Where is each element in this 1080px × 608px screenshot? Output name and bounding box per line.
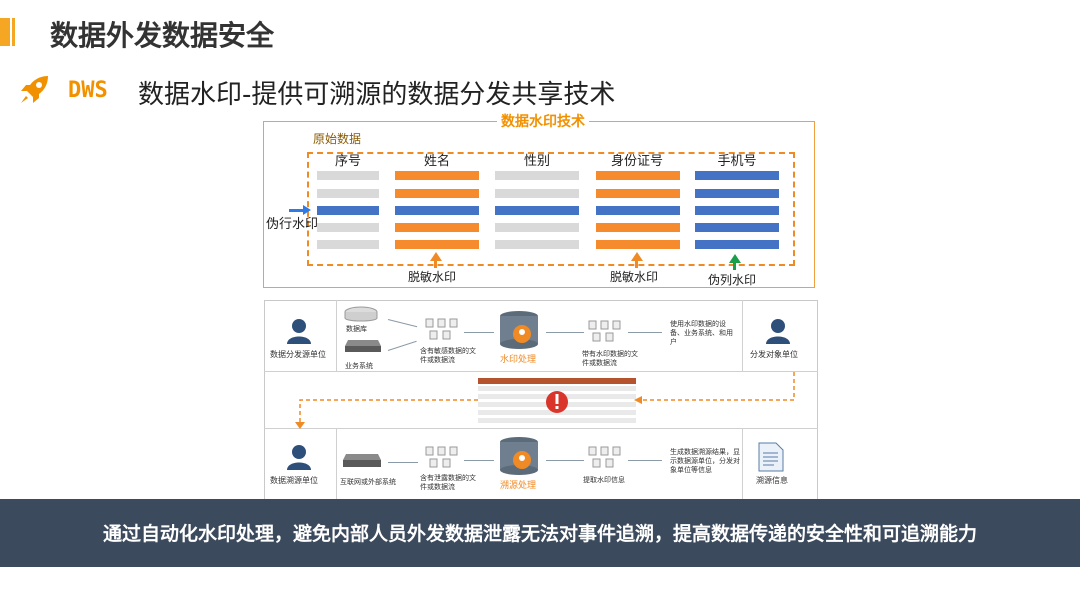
mask-arrow-icon-1: [430, 252, 442, 261]
output-files-label: 带有水印数据的文件或数据流: [582, 350, 638, 367]
mask-watermark-label-1: 脱敏水印: [408, 270, 457, 284]
table-cell-bar: [495, 240, 579, 249]
column-header-id: 序号: [334, 154, 361, 169]
watermark-process-label: 水印处理: [500, 355, 537, 365]
table-cell-bar: [695, 171, 779, 180]
user-icon: [287, 319, 311, 344]
title-accent-bar-thin: [12, 18, 15, 46]
user-icon: [766, 319, 790, 344]
documents-icon: [425, 318, 458, 340]
column-watermark-label: 伪列水印: [708, 273, 757, 287]
table-cell-bar: [695, 206, 779, 215]
original-data-label: 原始数据: [313, 132, 362, 146]
database-label: 数据库: [346, 325, 367, 333]
input-files-label: 含有敏感数据的文件或数据流: [420, 347, 476, 364]
trace-unit-label: 数据溯源单位: [270, 476, 318, 485]
column-header-name: 姓名: [423, 154, 450, 169]
column-header-gender: 性别: [523, 154, 550, 169]
flow-arrow: [628, 332, 662, 333]
table-cell-bar: [596, 171, 680, 180]
divider: [742, 300, 743, 372]
divider: [336, 428, 337, 500]
column-arrow-icon: [729, 254, 741, 263]
user-icon: [287, 445, 311, 470]
business-system-label: 业务系统: [345, 362, 373, 370]
trace-flow-connector: [295, 372, 795, 429]
flow-arrow: [546, 460, 584, 461]
table-cell-bar: [495, 206, 579, 215]
flow-top-band: [264, 300, 818, 372]
flow-bottom-band: [264, 428, 818, 500]
mask-watermark-label-2: 脱敏水印: [610, 270, 659, 284]
server-icon: [345, 340, 381, 352]
brand-label: DWS: [68, 78, 108, 103]
table-cell-bar: [395, 206, 479, 215]
document-icon: [758, 442, 784, 472]
table-cell-bar: [596, 240, 680, 249]
table-cell-bar: [596, 206, 680, 215]
mask-arrow-stem-1: [434, 260, 437, 268]
external-system-label: 互联网或外部系统: [340, 478, 396, 486]
trace-info-label: 溯源信息: [756, 476, 788, 485]
column-arrow-stem: [733, 262, 736, 270]
table-cell-bar: [495, 171, 579, 180]
database-icon: [344, 306, 378, 322]
documents-icon: [425, 446, 458, 468]
table-cell-bar: [395, 171, 479, 180]
section-subtitle: 数据水印-提供可溯源的数据分发共享技术: [138, 80, 616, 110]
table-cell-bar: [596, 223, 680, 232]
flow-arrow: [464, 332, 494, 333]
table-cell-bar: [695, 240, 779, 249]
flow-arrow: [628, 460, 662, 461]
table-cell-bar: [317, 240, 379, 249]
table-cell-bar: [395, 240, 479, 249]
divider: [336, 300, 337, 372]
result-note: 生成数据溯源结果，显示数据源单位，分发对象单位等信息: [670, 448, 740, 474]
trace-process-label: 溯源处理: [500, 481, 537, 491]
column-header-idcard: 身份证号: [610, 154, 663, 169]
table-cell-bar: [395, 189, 479, 198]
source-unit-label: 数据分发源单位: [270, 350, 326, 359]
summary-text: 通过自动化水印处理，避免内部人员外发数据泄露无法对事件追溯，提高数据传递的安全性…: [102, 523, 977, 545]
table-cell-bar: [495, 223, 579, 232]
row-watermark-label: 伪行水印: [266, 217, 319, 232]
flow-arrow: [388, 462, 418, 463]
row-watermark-arrow-stem: [289, 209, 307, 212]
page-title: 数据外发数据安全: [50, 19, 275, 52]
summary-banner: [0, 499, 1080, 567]
watermark-panel-title: 数据水印技术: [497, 111, 589, 131]
table-cell-bar: [317, 223, 379, 232]
table-cell-bar: [395, 223, 479, 232]
trace-process-icon: [500, 437, 538, 475]
leaked-files-label: 含有泄露数据的文件或数据流: [420, 474, 476, 491]
server-icon: [343, 454, 381, 467]
column-header-phone: 手机号: [717, 154, 757, 169]
flow-arrow: [546, 332, 584, 333]
mask-arrow-stem-2: [635, 260, 638, 268]
documents-icon: [588, 320, 621, 342]
title-accent-bar: [0, 18, 10, 46]
mask-arrow-icon-2: [631, 252, 643, 261]
table-cell-bar: [317, 189, 379, 198]
rocket-icon: [21, 76, 48, 103]
table-cell-bar: [695, 223, 779, 232]
table-cell-bar: [596, 189, 680, 198]
table-cell-bar: [317, 171, 379, 180]
table-cell-bar: [695, 189, 779, 198]
extract-label: 提取水印信息: [583, 476, 625, 484]
leaked-table-icon: [478, 378, 636, 423]
watermark-process-icon: [500, 311, 538, 349]
divider: [742, 428, 743, 500]
table-cell-bar: [317, 206, 379, 215]
usage-note: 使用水印数据的设备、业务系统、和用户: [670, 320, 733, 346]
table-cell-bar: [495, 189, 579, 198]
target-unit-label: 分发对象单位: [750, 350, 798, 359]
documents-icon: [588, 446, 621, 468]
flow-arrow: [464, 460, 494, 461]
row-watermark-arrow-icon: [303, 205, 311, 215]
